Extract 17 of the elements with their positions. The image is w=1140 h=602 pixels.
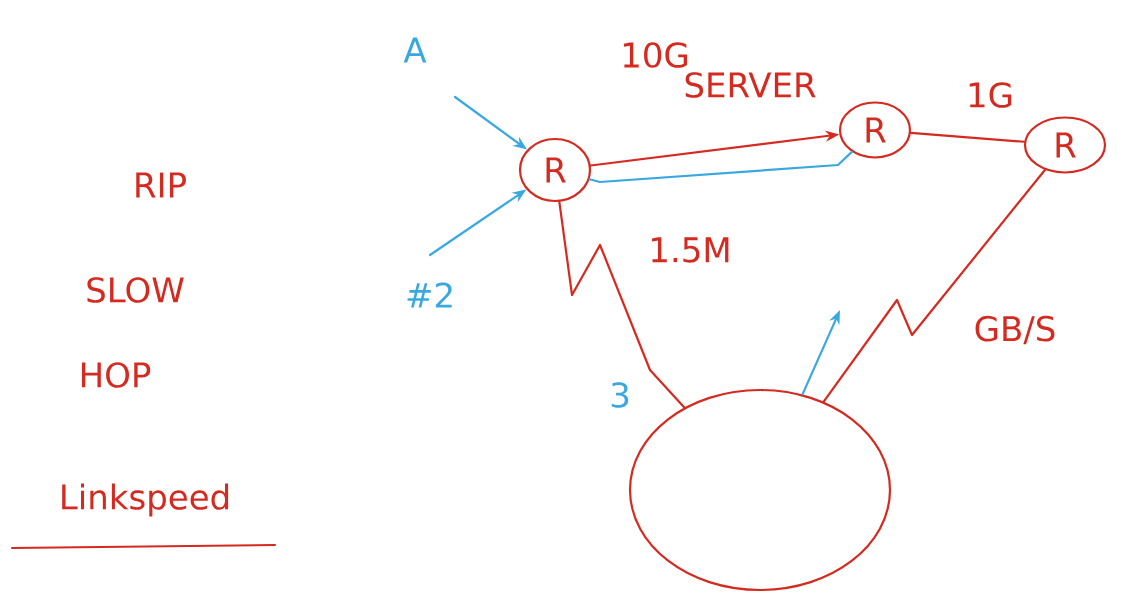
handwritten-label: A — [403, 37, 427, 63]
edge-label: 1.5M — [646, 235, 734, 265]
handwritten-label: HOP — [81, 362, 151, 388]
link-line — [909, 131, 1026, 143]
handwritten-label: SLOW — [87, 277, 184, 303]
edge-label: 1G — [964, 80, 1016, 110]
edge-label: 10G — [618, 40, 692, 70]
link-line — [588, 150, 853, 184]
circle — [628, 388, 892, 592]
handwritten-label: SERVER — [685, 72, 816, 98]
link-line — [822, 168, 1046, 403]
link-line — [558, 200, 686, 409]
handwritten-label: Linkspeed — [62, 483, 229, 517]
edge-label: GB/S — [971, 313, 1059, 347]
handwritten-label: #2 — [407, 282, 452, 308]
handwritten-label: 3 — [611, 382, 629, 408]
handwritten-label: RIP — [136, 172, 186, 198]
